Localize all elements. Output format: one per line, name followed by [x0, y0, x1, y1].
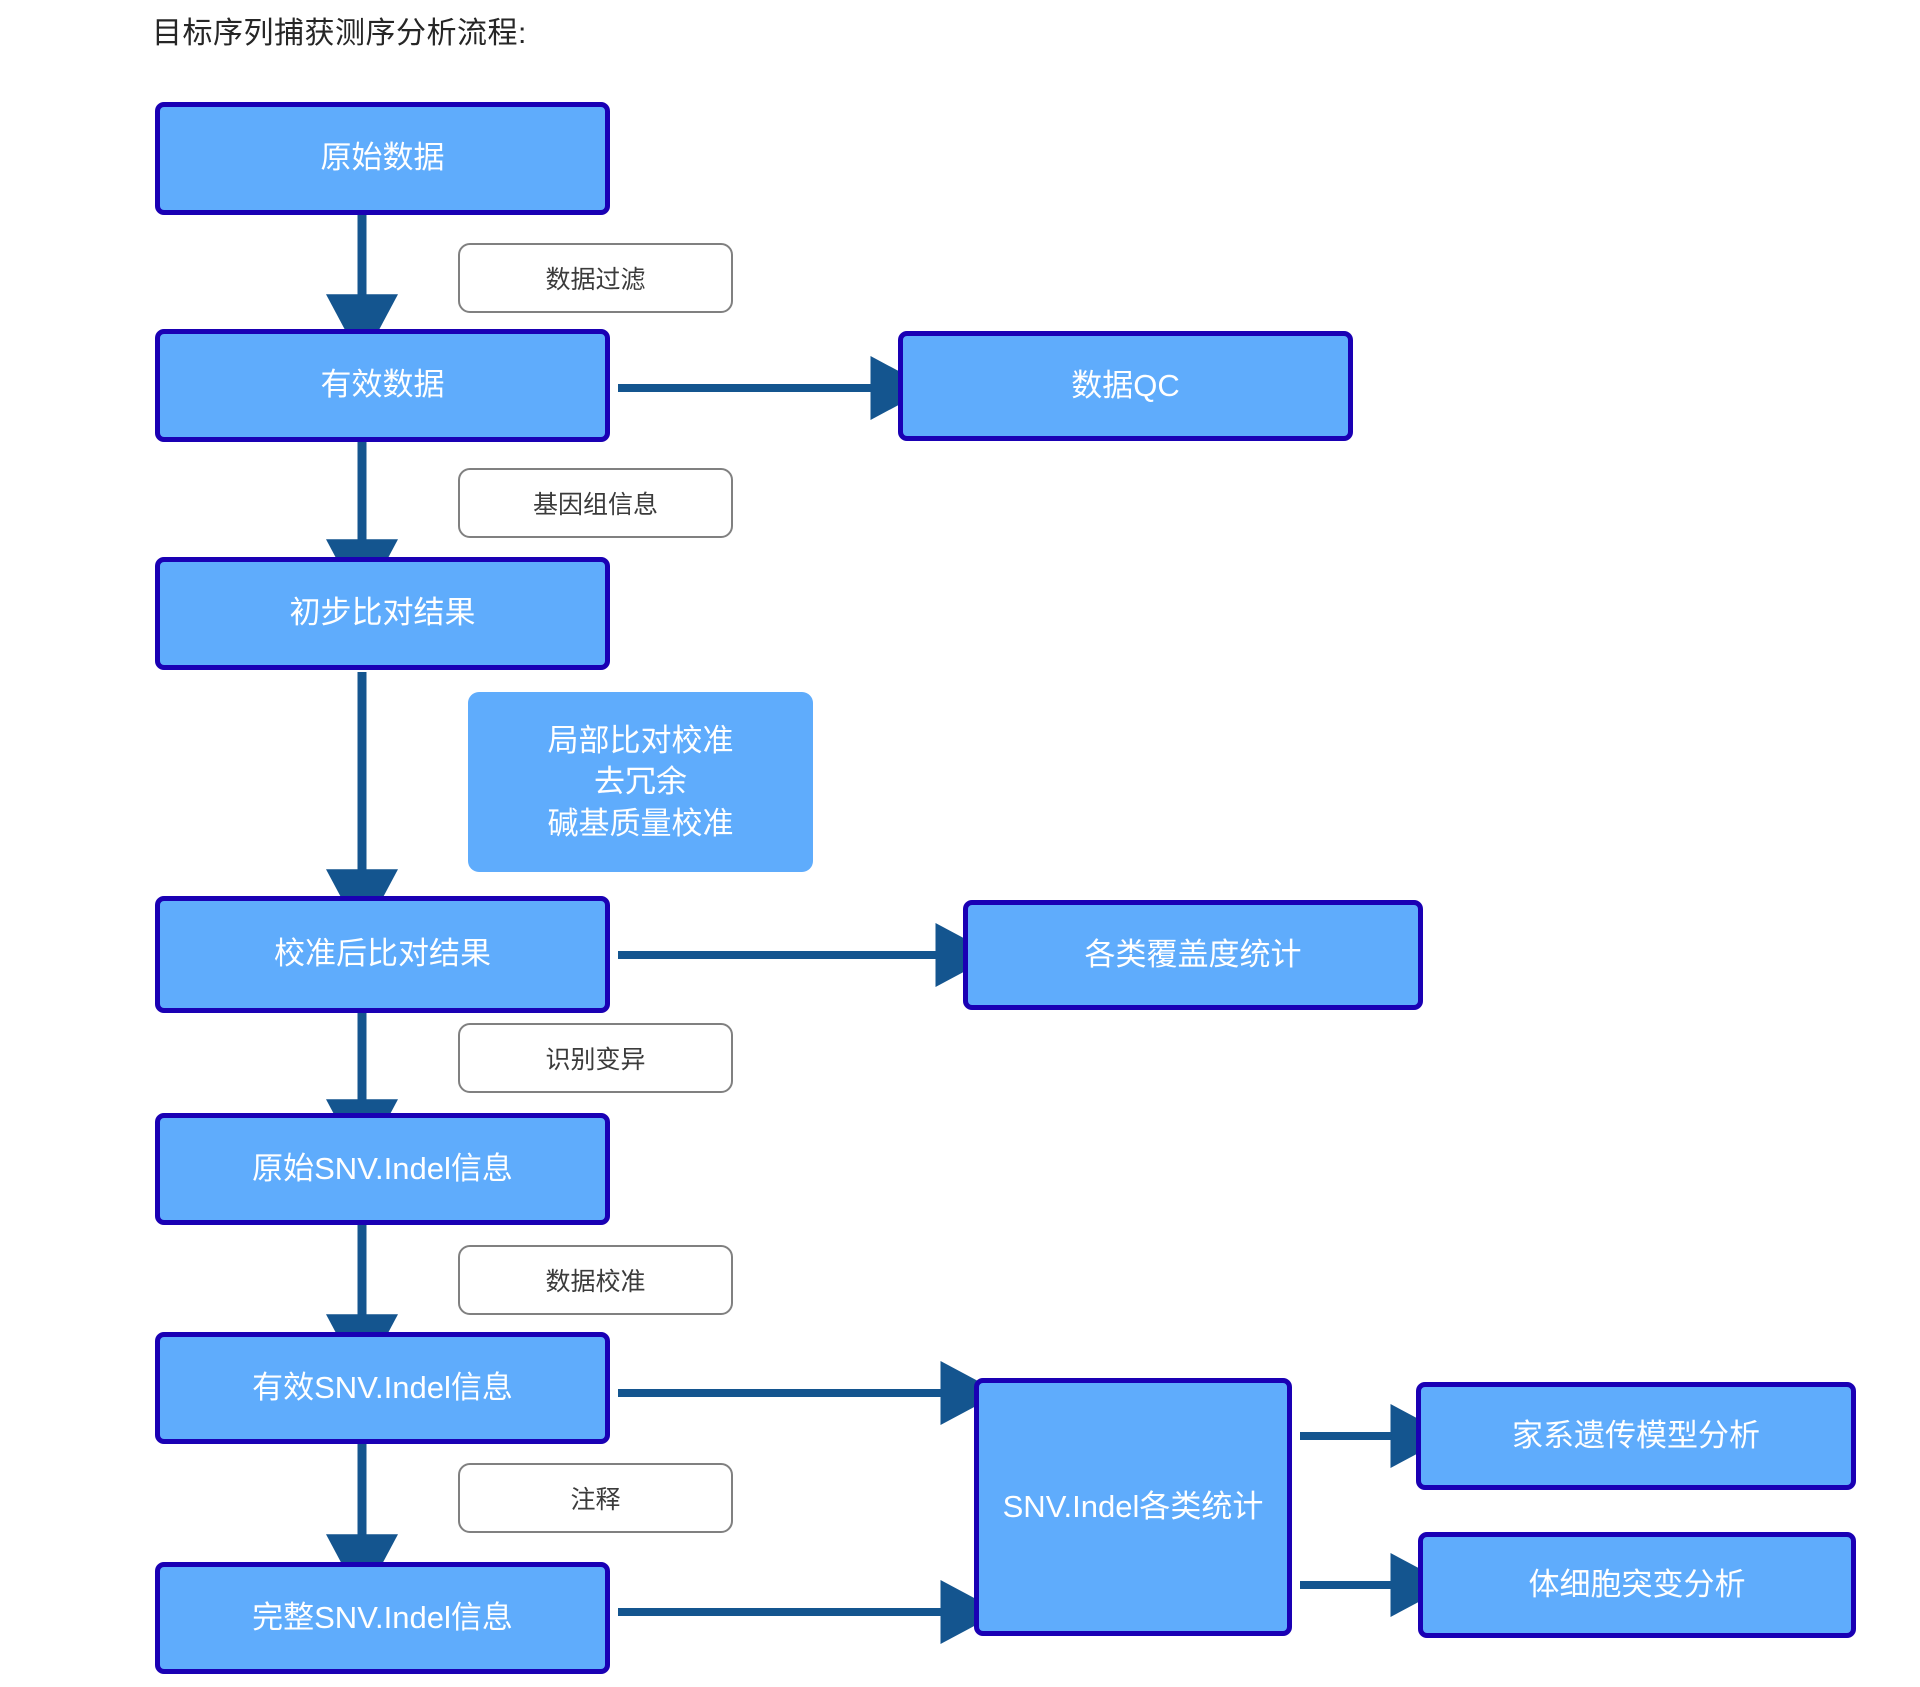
edge-label-text: 数据过滤 [545, 266, 646, 294]
node-somatic-mutation-analysis[interactable]: 体细胞突变分析 [1418, 1532, 1856, 1638]
node-raw-snv-indel[interactable]: 原始SNV.Indel信息 [155, 1113, 610, 1225]
node-label: 原始SNV.Indel信息 [252, 1150, 513, 1186]
node-data-qc[interactable]: 数据QC [898, 331, 1353, 441]
node-label: 校准后比对结果 [274, 936, 491, 972]
node-label: 数据QC [1071, 367, 1180, 403]
node-label: 家系遗传模型分析 [1512, 1417, 1760, 1453]
node-label: 原始数据 [320, 140, 445, 176]
node-realignment-note[interactable]: 局部比对校准 去冗余 碱基质量校准 [468, 692, 813, 872]
edge-label-text: 数据校准 [545, 1268, 646, 1296]
node-label: 体细胞突变分析 [1528, 1566, 1746, 1602]
node-valid-snv-indel[interactable]: 有效SNV.Indel信息 [155, 1332, 610, 1444]
node-coverage-stats[interactable]: 各类覆盖度统计 [963, 900, 1423, 1010]
page-title: 目标序列捕获测序分析流程: [152, 17, 527, 50]
note-line-3: 碱基质量校准 [547, 805, 734, 841]
edge-label-data-calibration[interactable]: 数据校准 [458, 1245, 733, 1315]
node-label: 有效数据 [320, 367, 445, 403]
edge-label-genome-info[interactable]: 基因组信息 [458, 468, 733, 538]
node-label: 初步比对结果 [289, 595, 476, 631]
edge-label-text: 基因组信息 [532, 491, 658, 519]
node-valid-data[interactable]: 有效数据 [155, 329, 610, 442]
node-label: SNV.Indel各类统计 [1002, 1488, 1264, 1524]
edge-label-annotation[interactable]: 注释 [458, 1463, 733, 1533]
edge-label-text: 注释 [570, 1486, 621, 1514]
node-pedigree-analysis[interactable]: 家系遗传模型分析 [1416, 1382, 1856, 1490]
node-calibrated-alignment[interactable]: 校准后比对结果 [155, 896, 610, 1013]
node-initial-alignment[interactable]: 初步比对结果 [155, 557, 610, 670]
node-raw-data[interactable]: 原始数据 [155, 102, 610, 215]
node-label: 各类覆盖度统计 [1084, 936, 1302, 972]
node-full-snv-indel[interactable]: 完整SNV.Indel信息 [155, 1562, 610, 1674]
node-label: 完整SNV.Indel信息 [252, 1599, 513, 1635]
edge-label-call-variants[interactable]: 识别变异 [458, 1023, 733, 1093]
edge-label-text: 识别变异 [545, 1046, 646, 1074]
edge-label-data-filter[interactable]: 数据过滤 [458, 243, 733, 313]
note-line-2: 去冗余 [594, 764, 687, 800]
node-snv-indel-stats[interactable]: SNV.Indel各类统计 [974, 1378, 1292, 1636]
node-label: 有效SNV.Indel信息 [252, 1369, 513, 1405]
note-line-1: 局部比对校准 [547, 723, 734, 759]
